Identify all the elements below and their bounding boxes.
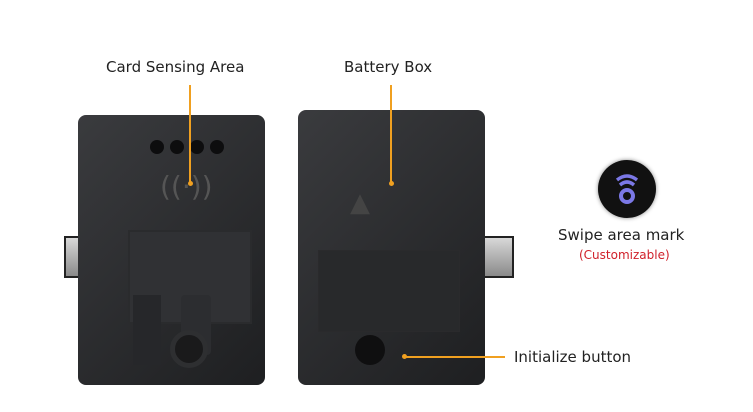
customizable-label: (Customizable) — [579, 248, 670, 262]
initialize-button-label: Initialize button — [514, 348, 632, 366]
swipe-mark-icon — [598, 160, 656, 218]
rfid-waves-icon: ((·)) — [160, 170, 213, 203]
battery-box-label: Battery Box — [344, 58, 433, 76]
arrow-up-icon: ▲ — [350, 188, 370, 218]
left-lock-body: ((·)) — [78, 115, 265, 385]
swipe-mark-label: Swipe area mark — [558, 226, 685, 244]
card-sensing-label: Card Sensing Area — [106, 58, 245, 76]
